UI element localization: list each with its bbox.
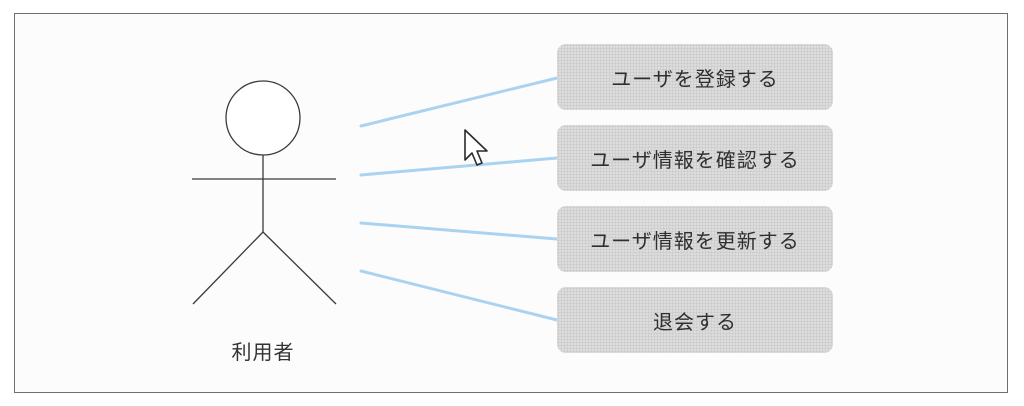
association-line <box>359 221 559 241</box>
diagram-frame <box>14 13 1008 393</box>
association-line <box>359 269 559 322</box>
usecase-register-user[interactable]: ユーザを登録する <box>557 44 833 110</box>
association-line <box>359 156 559 177</box>
actor-right-leg <box>262 231 337 305</box>
actor-figure <box>192 80 337 305</box>
usecase-view-user-info[interactable]: ユーザ情報を確認する <box>557 125 833 191</box>
usecase-withdraw[interactable]: 退会する <box>557 287 833 353</box>
actor-left-leg <box>192 231 264 305</box>
association-line <box>359 76 559 128</box>
actor-label: 利用者 <box>231 340 295 364</box>
usecase-update-user-info[interactable]: ユーザ情報を更新する <box>557 206 833 272</box>
mouse-cursor-icon <box>464 129 488 166</box>
actor-head <box>225 80 301 156</box>
association-lines <box>359 76 559 322</box>
